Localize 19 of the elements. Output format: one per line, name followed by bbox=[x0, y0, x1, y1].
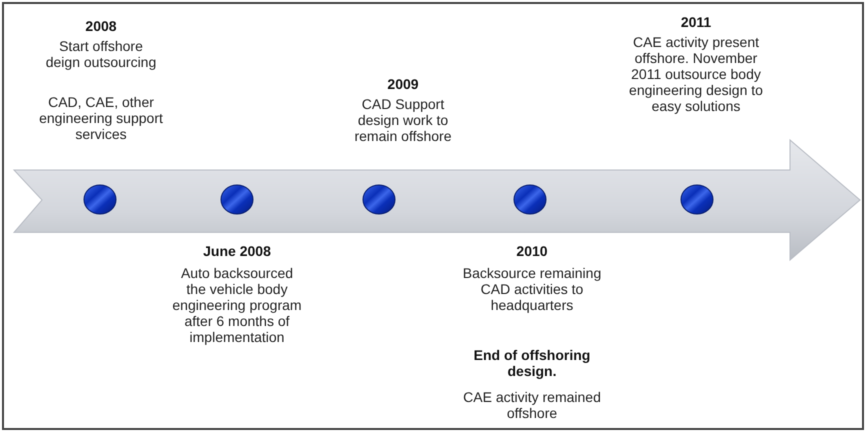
milestone-dot bbox=[680, 184, 714, 215]
milestone-dot bbox=[362, 184, 396, 215]
milestone-description: CAD Support design work to remain offshore bbox=[353, 96, 452, 144]
milestone-heading: June 2008 bbox=[202, 243, 272, 259]
milestone-heading: 2010 bbox=[515, 243, 549, 259]
milestone-dot bbox=[513, 184, 547, 215]
milestone-description: CAE activity remained offshore bbox=[462, 389, 602, 421]
milestone-heading: End of offshoring design. bbox=[472, 347, 592, 379]
milestone-description: CAD, CAE, other engineering support services bbox=[38, 94, 164, 142]
milestone-description: CAE activity present offshore. November 2011 outsource body engineering design to easy solutions bbox=[628, 34, 764, 114]
milestone-dot bbox=[83, 184, 117, 215]
milestone-description: Auto backsourced the vehicle body engineering program after 6 months of implementation bbox=[172, 265, 302, 345]
milestone-heading: 2009 bbox=[386, 76, 420, 92]
milestone-dot bbox=[220, 184, 254, 215]
milestone-description: Start offshore deign outsourcing bbox=[44, 38, 158, 70]
milestone-heading: 2011 bbox=[680, 14, 712, 30]
milestone-heading: 2008 bbox=[84, 18, 118, 34]
milestone-description: Backsource remaining CAD activities to headquarters bbox=[462, 265, 602, 313]
timeline-arrow bbox=[14, 140, 860, 260]
